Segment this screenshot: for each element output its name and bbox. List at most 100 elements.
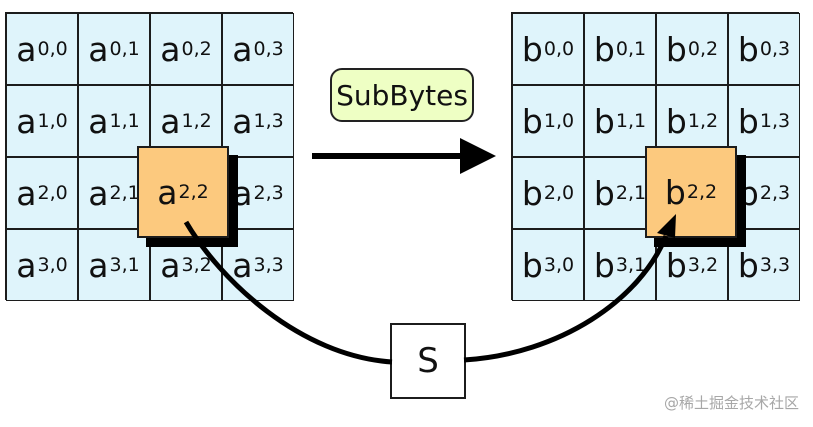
input-cell-letter: a <box>16 29 37 69</box>
input-cell-index: 1,0 <box>37 109 68 132</box>
input-cell-letter: a <box>160 29 181 69</box>
output-cell-letter: b <box>665 245 687 285</box>
highlighted-input-index: 2,2 <box>178 180 209 203</box>
watermark: @稀土掘金技术社区 <box>663 394 799 412</box>
input-cell-index: 2,3 <box>253 181 284 204</box>
output-cell-letter: b <box>737 173 759 213</box>
output-cell-letter: b <box>593 245 615 285</box>
input-cell-letter: a <box>88 29 109 69</box>
input-cell-index: 3,0 <box>37 253 68 276</box>
output-cell-letter: b <box>521 173 543 213</box>
input-cell-index: 2,1 <box>109 181 140 204</box>
output-cell-index: 2,0 <box>543 181 575 204</box>
output-cell-index: 1,3 <box>759 109 791 132</box>
s-box: S <box>390 323 466 399</box>
subbytes-operation-label: SubBytes <box>330 68 474 122</box>
input-cell-index: 2,0 <box>37 181 68 204</box>
output-cell-letter: b <box>593 29 615 69</box>
output-cell-letter: b <box>737 245 759 285</box>
input-cell-index: 3,2 <box>181 253 212 276</box>
input-cell-index: 0,2 <box>181 37 212 60</box>
output-cell-index: 0,1 <box>615 37 647 60</box>
input-cell-index: 1,2 <box>181 109 212 132</box>
input-cell-index: 1,3 <box>253 109 284 132</box>
output-cell-letter: b <box>665 29 687 69</box>
output-cell-letter: b <box>521 101 543 141</box>
input-cell-letter: a <box>232 101 253 141</box>
output-cell-letter: b <box>593 173 615 213</box>
output-cell-letter: b <box>665 101 687 141</box>
output-cell-index: 3,1 <box>615 253 647 276</box>
input-cell-letter: a <box>88 245 109 285</box>
input-cell-letter: a <box>16 173 37 213</box>
main-arrow-head <box>460 138 496 174</box>
output-cell-index: 0,2 <box>687 37 719 60</box>
main-arrow <box>312 138 496 174</box>
input-cell-letter: a <box>16 101 37 141</box>
input-cell-index: 0,1 <box>109 37 140 60</box>
output-cell-letter: b <box>737 101 759 141</box>
input-cell-index: 3,1 <box>109 253 140 276</box>
output-cell-letter: b <box>521 29 543 69</box>
input-cell-index: 0,0 <box>37 37 68 60</box>
input-cell-letter: a <box>160 245 181 285</box>
highlighted-output-index: 2,2 <box>686 180 718 203</box>
input-cell-letter: a <box>160 101 181 141</box>
output-cell-index: 3,2 <box>687 253 719 276</box>
output-cell-index: 1,2 <box>687 109 719 132</box>
input-cell-letter: a <box>232 29 253 69</box>
output-cell-letter: b <box>593 101 615 141</box>
output-cell-index: 2,3 <box>759 181 791 204</box>
output-cell-letter: b <box>521 245 543 285</box>
input-cell-letter: a <box>232 173 253 213</box>
output-cell-index: 0,3 <box>759 37 791 60</box>
output-cell-index: 3,0 <box>543 253 575 276</box>
input-cell-index: 3,3 <box>253 253 284 276</box>
output-cell-index: 3,3 <box>759 253 791 276</box>
output-cell-index: 1,1 <box>615 109 647 132</box>
output-cell-index: 0,0 <box>543 37 575 60</box>
input-cell-index: 1,1 <box>109 109 140 132</box>
input-cell-index: 0,3 <box>253 37 284 60</box>
output-cell-letter: b <box>737 29 759 69</box>
input-cell-letter: a <box>232 245 253 285</box>
highlighted-input-letter: a <box>157 172 178 212</box>
output-cell-index: 2,1 <box>615 181 647 204</box>
output-cell-index: 1,0 <box>543 109 575 132</box>
input-cell-letter: a <box>88 101 109 141</box>
input-cell-letter: a <box>16 245 37 285</box>
highlighted-output-letter: b <box>664 172 686 212</box>
input-cell-letter: a <box>88 173 109 213</box>
